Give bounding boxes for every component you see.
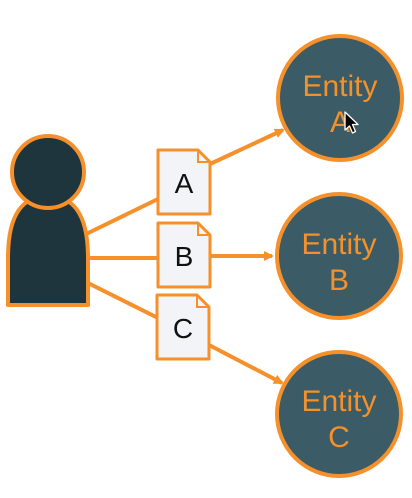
connector-person-to-doc-a — [80, 196, 162, 238]
document-c: C — [155, 293, 211, 361]
document-a: A — [156, 148, 212, 216]
connector-person-to-doc-c — [80, 278, 160, 320]
document-b: B — [156, 221, 212, 289]
entity-c-letter: C — [328, 421, 350, 454]
entity-c: Entity C — [275, 350, 403, 478]
entity-b-title: Entity — [301, 228, 376, 261]
mouse-pointer-icon — [344, 111, 359, 134]
entity-b-letter: B — [329, 264, 349, 297]
document-c-label: C — [173, 313, 193, 344]
entity-a: Entity A — [276, 34, 404, 162]
entity-b: Entity B — [275, 192, 403, 320]
entity-a-title: Entity — [302, 70, 377, 103]
person-icon — [6, 134, 90, 307]
arrow-doc-a-to-entity-a — [209, 128, 285, 166]
entity-c-title: Entity — [301, 385, 376, 418]
arrow-doc-c-to-entity-c — [208, 343, 284, 385]
document-b-label: B — [175, 241, 194, 272]
document-a-label: A — [175, 168, 194, 199]
